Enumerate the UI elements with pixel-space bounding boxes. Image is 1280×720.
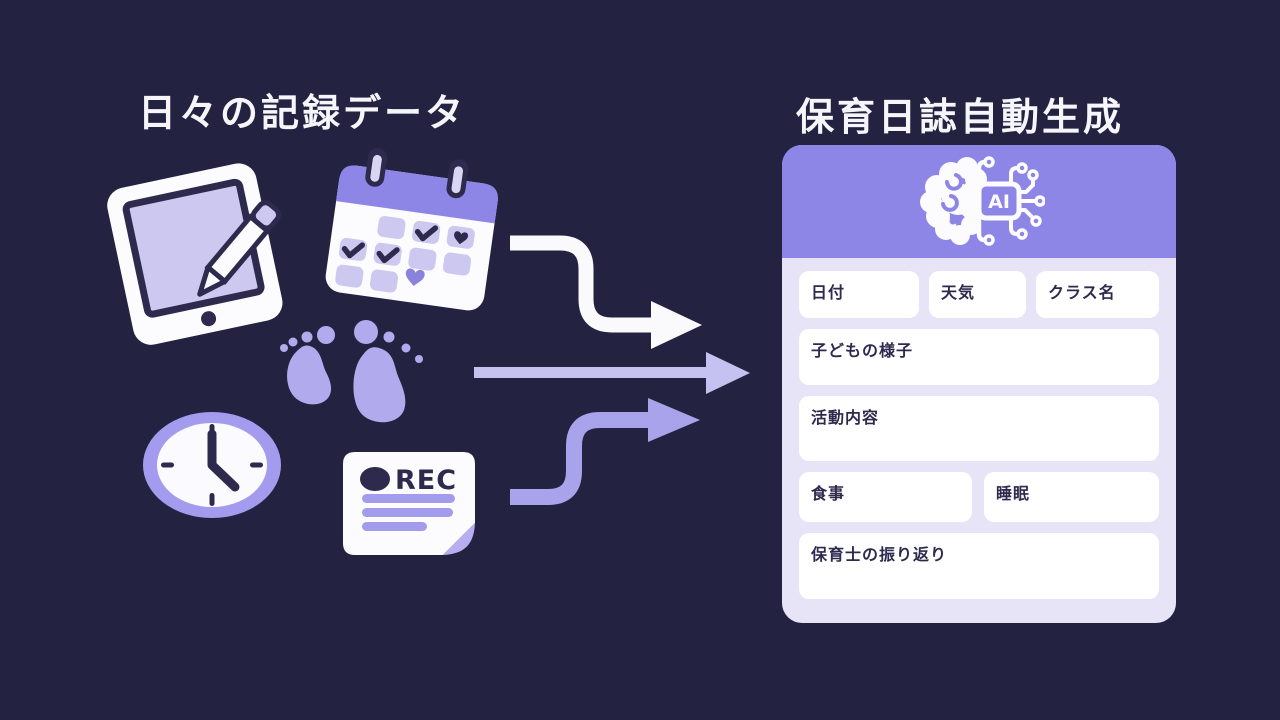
field-teacher-reflection-label: 保育士の振り返り bbox=[811, 545, 948, 564]
field-sleep-label: 睡眠 bbox=[996, 484, 1031, 503]
field-meal: 食事 bbox=[799, 472, 972, 522]
card-body: 日付 天気 クラス名 子どもの様子 活動内容 食事 睡眠 bbox=[782, 258, 1176, 613]
field-class-name-label: クラス名 bbox=[1048, 283, 1116, 302]
tablet-pencil-icon bbox=[107, 163, 283, 345]
calendar-icon bbox=[325, 148, 498, 311]
left-title: 日々の記録データ bbox=[138, 91, 467, 135]
diary-card: AI 日付 bbox=[782, 145, 1176, 623]
field-weather-label: 天気 bbox=[941, 283, 976, 302]
field-date: 日付 bbox=[799, 271, 919, 318]
flow-arrows bbox=[474, 235, 750, 505]
field-sleep: 睡眠 bbox=[984, 472, 1159, 522]
field-weather: 天気 bbox=[929, 271, 1026, 318]
voice-record-document-icon: REC bbox=[343, 452, 475, 555]
arrow-top bbox=[510, 235, 702, 349]
field-meal-label: 食事 bbox=[811, 484, 846, 503]
right-title: 保育日誌自動生成 bbox=[796, 95, 1125, 139]
baby-footprints-icon bbox=[280, 320, 423, 423]
field-children-state: 子どもの様子 bbox=[799, 329, 1159, 385]
ai-brain-icon: AI bbox=[920, 155, 1045, 246]
rec-label: REC bbox=[395, 465, 457, 496]
field-activity: 活動内容 bbox=[799, 396, 1159, 461]
field-date-label: 日付 bbox=[811, 283, 846, 302]
ai-chip-label: AI bbox=[988, 191, 1010, 213]
field-class-name: クラス名 bbox=[1036, 271, 1159, 318]
field-children-state-label: 子どもの様子 bbox=[811, 341, 914, 360]
arrow-bottom bbox=[510, 398, 700, 505]
clock-icon bbox=[143, 412, 281, 518]
field-teacher-reflection: 保育士の振り返り bbox=[799, 533, 1159, 599]
field-activity-label: 活動内容 bbox=[811, 408, 880, 427]
card-header: AI bbox=[782, 145, 1176, 258]
arrow-middle bbox=[474, 352, 750, 394]
